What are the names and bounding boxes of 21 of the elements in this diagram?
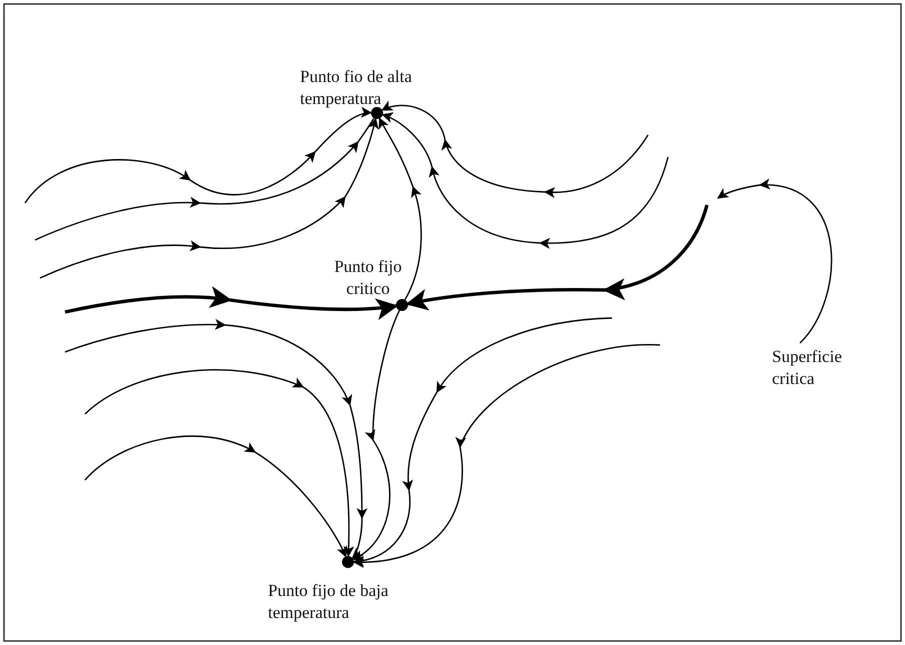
leader-line xyxy=(717,178,832,344)
fixed-point-dot xyxy=(396,299,408,311)
flow-arrow xyxy=(353,310,400,560)
flow-arrow xyxy=(354,344,660,568)
flow-arrow xyxy=(382,112,669,249)
point-label: Punto fijo critico xyxy=(333,256,403,300)
flow-arrow xyxy=(84,369,354,556)
flow-arrow xyxy=(354,317,612,567)
surface-label: Superficie critica xyxy=(772,346,872,390)
flow-arrow xyxy=(84,435,348,557)
flow-arrow xyxy=(64,319,368,558)
fixed-point-dot xyxy=(342,556,354,568)
flow-arrow xyxy=(382,100,649,198)
flow-arrow xyxy=(24,107,372,204)
flow-arrow xyxy=(64,286,396,320)
fixed-point-dot xyxy=(371,107,383,119)
point-label: Punto fio de alta temperatura xyxy=(300,66,413,110)
flow-arrow xyxy=(378,118,422,300)
point-label: Punto fijo de baja temperatura xyxy=(268,580,390,624)
flow-arrow xyxy=(40,118,379,279)
flow-arrow xyxy=(408,204,709,310)
